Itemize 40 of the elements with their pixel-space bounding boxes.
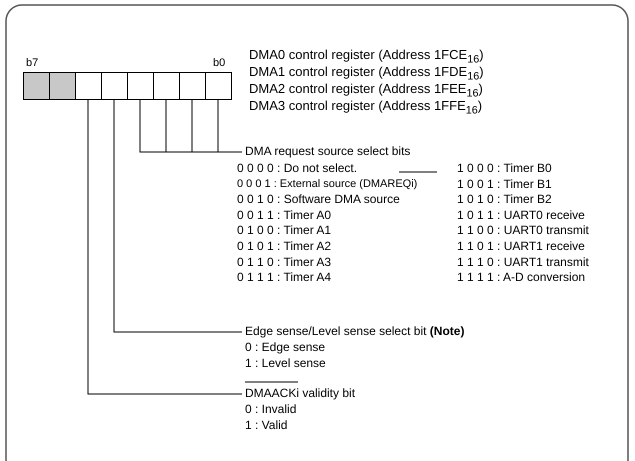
table-entry: 1 0 1 0 : Timer B2 xyxy=(457,192,552,206)
bit-value-text: 0 : Invalid xyxy=(245,402,298,416)
table-entry: 0 1 1 0 : Timer A3 xyxy=(237,254,332,269)
bit-cell xyxy=(179,72,206,100)
register-name: DMA1 control register (Address 1FDE$_{16}$) xyxy=(249,65,484,84)
table-entry: 1 1 0 1 : UART1 receive xyxy=(457,239,585,253)
table-entry: 1 0 0 1 : Timer B1 xyxy=(457,176,552,191)
table-entry: 1 0 1 1 : UART0 receive xyxy=(457,208,585,222)
bit-cell xyxy=(23,72,50,100)
bit-cell xyxy=(49,72,76,100)
field-name: DMAACKi validity bit xyxy=(245,386,356,400)
leader-line xyxy=(114,100,242,332)
table-entry: 1 1 1 1 : A-D conversion xyxy=(457,270,586,284)
field-name: DMA request source select bits xyxy=(245,144,410,158)
bit-cell xyxy=(127,72,154,100)
bit-value-text: 1 : Level sense xyxy=(245,356,327,370)
bit-value-text: 0 : Edge sense xyxy=(245,340,326,354)
table-entry: 0 1 0 0 : Timer A1 xyxy=(237,223,332,238)
bit-number: b7 xyxy=(26,56,38,70)
bit-cell xyxy=(75,72,102,100)
register-name: DMA3 control register (Address 1FFE$_{16}$) xyxy=(249,99,482,118)
table-entry: 1 1 0 0 : UART0 transmit xyxy=(457,223,589,238)
table-entry: 0 0 0 1 : External source (DMAREQi) xyxy=(237,176,418,191)
table-entry: 0 1 0 1 : Timer A2 xyxy=(237,239,332,253)
table-entry: 0 1 1 1 : Timer A4 xyxy=(237,270,332,284)
bit-cell xyxy=(205,72,232,100)
register-name: DMA2 control register (Address 1FEE$_{16}$) xyxy=(249,82,483,100)
table-entry: 0 0 0 0 : Do not select. xyxy=(237,161,358,175)
bit-cell xyxy=(101,72,128,100)
table-entry: 0 0 1 0 : Software DMA source xyxy=(237,192,400,206)
register-name: DMA0 control register (Address 1FCE$_{16}$) xyxy=(249,48,484,66)
bit-value-text: 1 : Valid xyxy=(245,418,288,432)
leader-line xyxy=(218,100,242,152)
bit-number: b0 xyxy=(213,56,226,70)
leader-line xyxy=(88,100,242,394)
field-name: Edge sense/Level sense select bit (Note) xyxy=(245,324,464,338)
bit-cell xyxy=(153,72,180,100)
table-entry: 1 1 1 0 : UART1 transmit xyxy=(457,254,589,269)
table-entry: 1 0 0 0 : Timer B0 xyxy=(457,161,552,175)
table-entry: 0 0 1 1 : Timer A0 xyxy=(237,208,332,222)
